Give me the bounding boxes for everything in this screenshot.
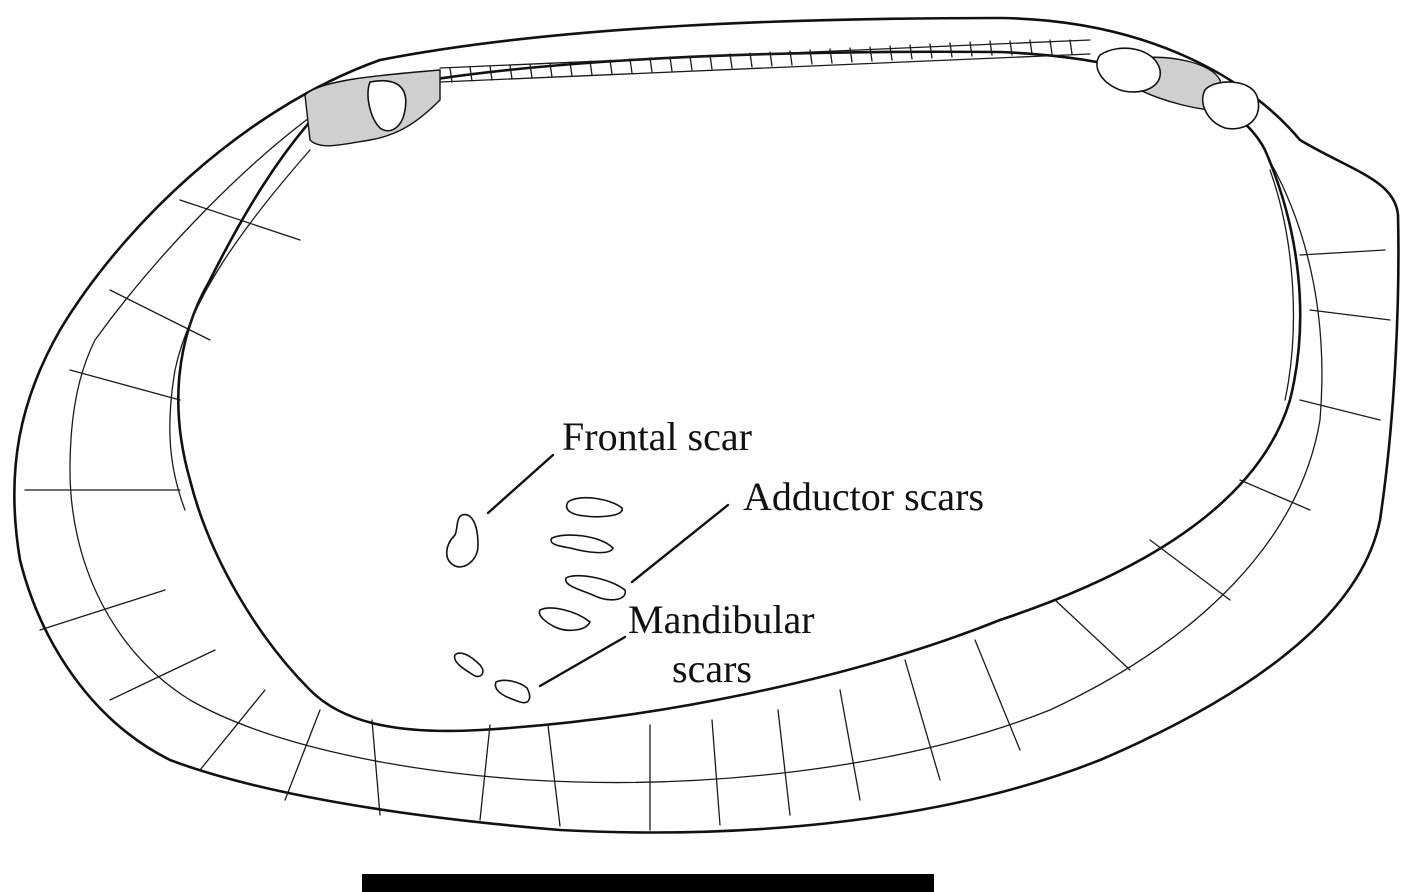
mandibular-scars-label-line1: Mandibular bbox=[628, 597, 815, 642]
mandibular-scars-label-line2: scars bbox=[672, 646, 752, 691]
adductor-scars-label: Adductor scars bbox=[743, 474, 984, 519]
scale-bar bbox=[362, 874, 934, 892]
frontal-scar-label: Frontal scar bbox=[562, 414, 752, 459]
